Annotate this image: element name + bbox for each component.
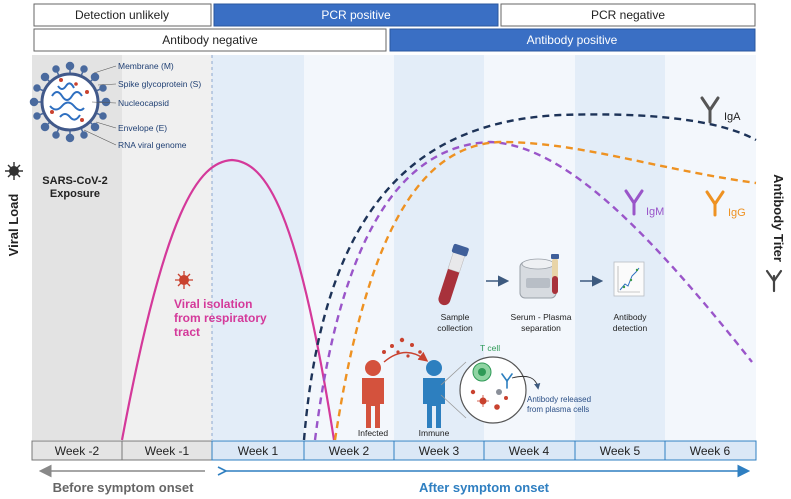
left-axis-label: Viral Load xyxy=(6,194,21,257)
after-onset-arrow-tail-bottom xyxy=(217,470,227,476)
igm-curve xyxy=(313,140,753,441)
iga-label: IgA xyxy=(724,111,741,123)
right-axis-label: Antibody Titer xyxy=(771,174,786,262)
week-label-5: Week 4 xyxy=(509,444,550,458)
viral-isolation-line2: from respiratory xyxy=(174,311,267,325)
membrane-label: Membrane (M) xyxy=(118,61,174,71)
antibody-positive-bar xyxy=(389,28,756,52)
antibody-detection-line1: Antibody xyxy=(613,312,647,322)
before-onset-label: Before symptom onset xyxy=(53,480,195,495)
igm-antibody-icon xyxy=(624,189,644,216)
serum-label-line1: Serum - Plasma xyxy=(511,312,572,322)
background-columns xyxy=(32,55,756,440)
viral-isolation-line3: tract xyxy=(174,325,200,339)
zoom-line-bottom xyxy=(440,394,467,419)
igm-label: IgM xyxy=(646,206,664,218)
rna-label: RNA viral genome xyxy=(118,140,187,150)
pcr-positive-label: PCR positive xyxy=(321,8,391,22)
detection-unlikely-label: Detection unlikely xyxy=(75,8,169,22)
sample-tube-icon xyxy=(438,243,469,306)
antibody-positive-label: Antibody positive xyxy=(527,33,618,47)
igg-curve xyxy=(333,140,757,441)
tcell-label: T cell xyxy=(480,343,500,353)
viral-isolation-line1: Viral isolation xyxy=(174,297,252,311)
infected-label: Infected xyxy=(358,428,389,438)
detection-chart-icon xyxy=(613,261,645,297)
iga-antibody-icon xyxy=(700,96,720,124)
week-label-7: Week 6 xyxy=(690,444,731,458)
left-virus-icon xyxy=(5,162,23,180)
serum-label-line2: separation xyxy=(521,323,561,333)
week-label-2: Week 1 xyxy=(238,444,279,458)
immune-person-icon xyxy=(423,360,445,428)
week-label-0: Week -2 xyxy=(55,444,100,458)
week-label-1: Week -1 xyxy=(145,444,190,458)
centrifuge-icon xyxy=(519,254,559,299)
released-label-line1: Antibody released xyxy=(527,395,591,404)
igg-label: IgG xyxy=(728,207,746,219)
spike-label: Spike glycoprotein (S) xyxy=(118,79,201,89)
week-timeline: Week -2 Week -1 Week 1 Week 2 Week 3 Wee… xyxy=(31,440,757,461)
pcr-negative-bar xyxy=(500,3,756,27)
zoom-circle xyxy=(459,356,527,424)
zoom-line-top xyxy=(440,361,467,386)
exposure-line1: SARS-CoV-2 xyxy=(42,175,107,187)
after-onset-arrow-tail-top xyxy=(217,466,227,472)
after-onset-label: After symptom onset xyxy=(419,480,550,495)
infection-arrow xyxy=(383,351,429,363)
antibody-detection-line2: detection xyxy=(613,323,648,333)
detection-unlikely-bar xyxy=(33,3,212,27)
nucleocapsid-label: Nucleocapsid xyxy=(118,98,169,108)
antibody-negative-bar xyxy=(33,28,387,52)
sample-label-line1: Sample xyxy=(441,312,470,322)
released-label-line2: from plasma cells xyxy=(527,405,589,414)
immune-label: Immune xyxy=(419,428,450,438)
antibody-negative-label: Antibody negative xyxy=(162,33,258,47)
week-label-4: Week 3 xyxy=(419,444,460,458)
week-label-3: Week 2 xyxy=(329,444,370,458)
virus-icon xyxy=(29,61,111,143)
pcr-positive-bar xyxy=(213,3,499,27)
igg-antibody-icon xyxy=(705,190,725,217)
envelope-label: Envelope (E) xyxy=(118,123,167,133)
sample-label-line2: collection xyxy=(437,323,473,333)
right-antibody-icon xyxy=(765,269,783,293)
infected-person-icon xyxy=(362,360,384,428)
viral-load-curve xyxy=(120,158,336,441)
week-label-6: Week 5 xyxy=(600,444,641,458)
virus-labels: Membrane (M) Spike glycoprotein (S) Nucl… xyxy=(83,61,201,150)
top-status-bars: Detection unlikely PCR positive PCR nega… xyxy=(33,3,756,52)
pcr-negative-label: PCR negative xyxy=(591,8,665,22)
exposure-line2: Exposure xyxy=(50,188,100,200)
iga-curve xyxy=(302,113,757,441)
antibody-release-arrow xyxy=(511,375,541,390)
viral-isolation-icon xyxy=(175,271,193,289)
